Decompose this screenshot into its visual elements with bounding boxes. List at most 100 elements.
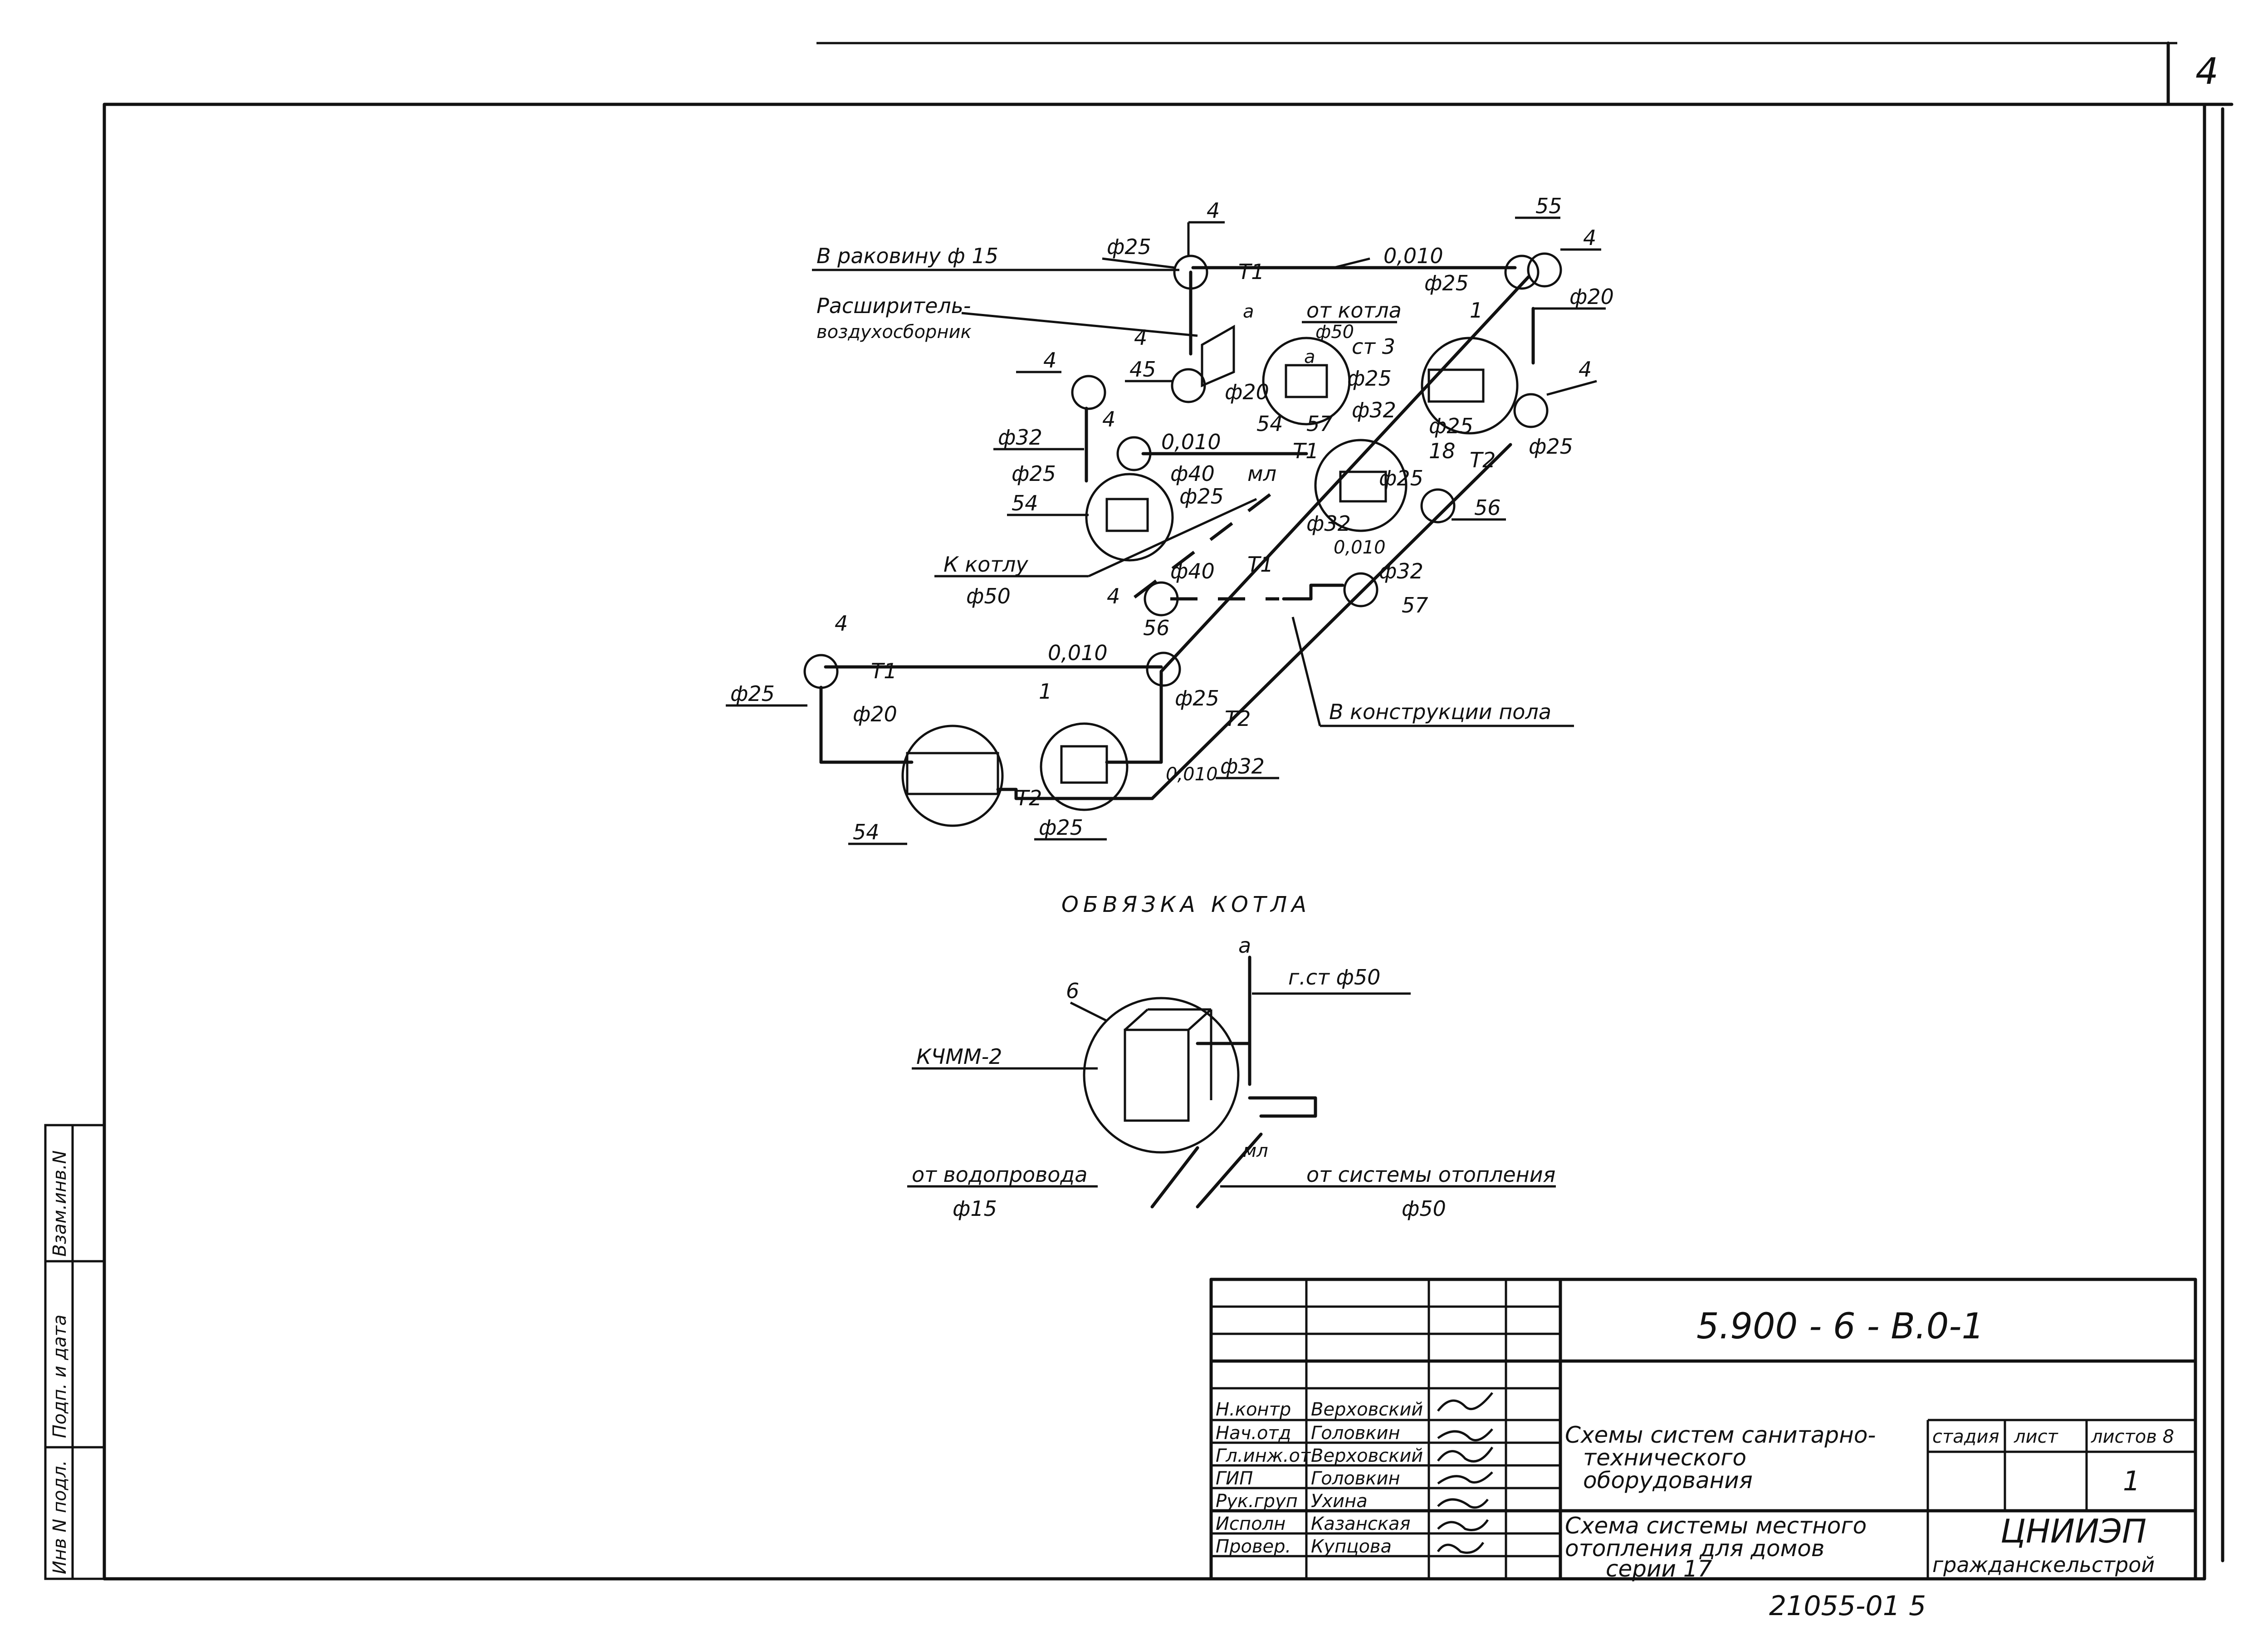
water-inlet [1150, 1146, 1199, 1209]
diameter-label: ф25 [730, 681, 775, 706]
pipe-label-t1: T1 [1238, 260, 1264, 284]
role-label: Провер. [1216, 1536, 1291, 1557]
leader-line [1546, 380, 1597, 396]
slope-label: 0,010 [1048, 641, 1108, 665]
leader-line [1102, 257, 1175, 269]
from-water-label: от водопровода [912, 1162, 1087, 1187]
project-title-3: оборудования [1583, 1467, 1753, 1494]
slope-label: 0,010 [1383, 244, 1443, 268]
num-label: 4 [1579, 357, 1592, 382]
person-name: Верховский [1311, 1399, 1423, 1420]
pipe-label-t2: T2 [1470, 448, 1496, 472]
to-boiler-label: К котлу [943, 552, 1028, 577]
side-stamp-date: Подп. и дата [49, 1315, 70, 1438]
gas-label: г.ст ф50 [1288, 965, 1380, 989]
diameter-label: ф20 [853, 702, 897, 726]
from-heating-diameter: ф50 [1402, 1196, 1446, 1221]
num-label: 4 [1207, 198, 1220, 223]
signature [1437, 1519, 1489, 1531]
slope-label: 0,010 [1161, 430, 1221, 454]
diameter-label: ф32 [998, 425, 1042, 450]
signature [1437, 1446, 1494, 1463]
radiator-icon [1339, 470, 1387, 503]
num-label: 4 [1043, 348, 1056, 372]
num-label: 4 [1583, 225, 1596, 250]
node-circle [1146, 651, 1181, 687]
num-label: 1 [1470, 298, 1483, 323]
radiator-circle [1314, 439, 1408, 532]
diameter-label: ф25 [1347, 366, 1392, 391]
signature [1437, 1471, 1493, 1485]
leader-line [1088, 498, 1257, 578]
signature [1437, 1428, 1493, 1441]
diameter-label: ф25 [1107, 235, 1151, 259]
boiler-icon-line [1124, 1009, 1149, 1031]
from-heating-label: от системы отопления [1306, 1162, 1555, 1187]
from-boiler-diameter: ф50 [1315, 322, 1354, 343]
sheet-title-3: серии 17 [1606, 1556, 1712, 1582]
diameter-label: ф25 [1012, 461, 1056, 486]
num-label: 4 [1102, 407, 1115, 431]
radiator-icon [1060, 745, 1108, 784]
node-circle [803, 654, 839, 689]
to-boiler-diameter: ф50 [966, 584, 1011, 608]
expander-label-2: воздухосборник [816, 322, 972, 343]
diameter-label: ф25 [1039, 815, 1083, 840]
project-title-1: Схемы систем санитарно- [1565, 1422, 1876, 1448]
person-name: Казанская [1311, 1513, 1411, 1534]
heating-inlet [1196, 1132, 1263, 1209]
signature [1437, 1542, 1485, 1554]
num-label: 45 [1129, 357, 1156, 382]
sheet-title-2: отопления для домов [1565, 1535, 1824, 1562]
boiler-icon-line [1188, 1009, 1212, 1031]
diameter-label: ф25 [1379, 466, 1423, 490]
drawing-frame [103, 103, 2206, 1581]
expander-label: Расширитель- [816, 294, 971, 318]
role-label: Рук.груп [1216, 1491, 1298, 1512]
num-label: 54 [853, 820, 880, 844]
from-boiler-label: от котла [1306, 298, 1402, 323]
pipe-label-t1: T1 [1247, 552, 1273, 577]
slope-label: 0,010 [1166, 764, 1218, 785]
organization-name-2: гражданскельстрой [1932, 1553, 2155, 1577]
role-label: Исполн [1216, 1513, 1286, 1534]
diameter-label: ф32 [1306, 511, 1351, 536]
pipe-t2 [996, 788, 1081, 800]
node-circle [1420, 488, 1456, 524]
num-label: 4 [835, 611, 848, 636]
person-name: Верховский [1311, 1445, 1423, 1466]
leader-line [1291, 617, 1321, 726]
pipe-label-t1: T1 [1293, 439, 1319, 463]
organization-name: ЦНИИЭП [2000, 1512, 2146, 1550]
node-circle [1144, 581, 1179, 617]
gas-marker: а [1238, 933, 1251, 958]
role-label: Н.контр [1216, 1399, 1291, 1420]
num-label: 4 [1107, 584, 1120, 608]
boiler-model-label: КЧММ-2 [916, 1044, 1002, 1069]
num-label: 57 [1402, 593, 1428, 617]
diameter-label: ф25 [1429, 414, 1473, 438]
sheets-header: листов 8 [2091, 1426, 2174, 1447]
radiator-circle [1040, 722, 1129, 811]
diameter-label: ф32 [1220, 754, 1265, 779]
boiler-section-title: ОБВЯЗКА КОТЛА [1061, 892, 1311, 917]
sheet-header: лист [2014, 1426, 2059, 1447]
boiler-section: ОБВЯЗКА КОТЛА а г.ст ф50 6 КЧММ-2 мл от … [907, 892, 1556, 1221]
stage-header: стадия [1932, 1426, 1999, 1447]
radiator-icon [1105, 498, 1149, 532]
pipe-label-t2: T2 [1016, 786, 1042, 810]
person-name: Головкин [1311, 1423, 1400, 1444]
pipe-under-floor [1119, 493, 1271, 609]
slope-arrow [1333, 257, 1370, 269]
signature [1437, 1392, 1493, 1412]
num-label: 1 [1039, 679, 1052, 704]
slope-label: 0,010 [1334, 537, 1386, 558]
diameter-label: ф40 [1170, 461, 1215, 486]
sheet-title-1: Схема системы местного [1565, 1513, 1867, 1539]
node-circle [1071, 375, 1106, 410]
num-label: 18 [1429, 439, 1456, 463]
st3-label: ст 3 [1352, 334, 1395, 359]
role-label: Гл.инж.от [1216, 1445, 1311, 1466]
radiator-circle [901, 725, 1004, 827]
person-name: Ухина [1311, 1491, 1368, 1512]
